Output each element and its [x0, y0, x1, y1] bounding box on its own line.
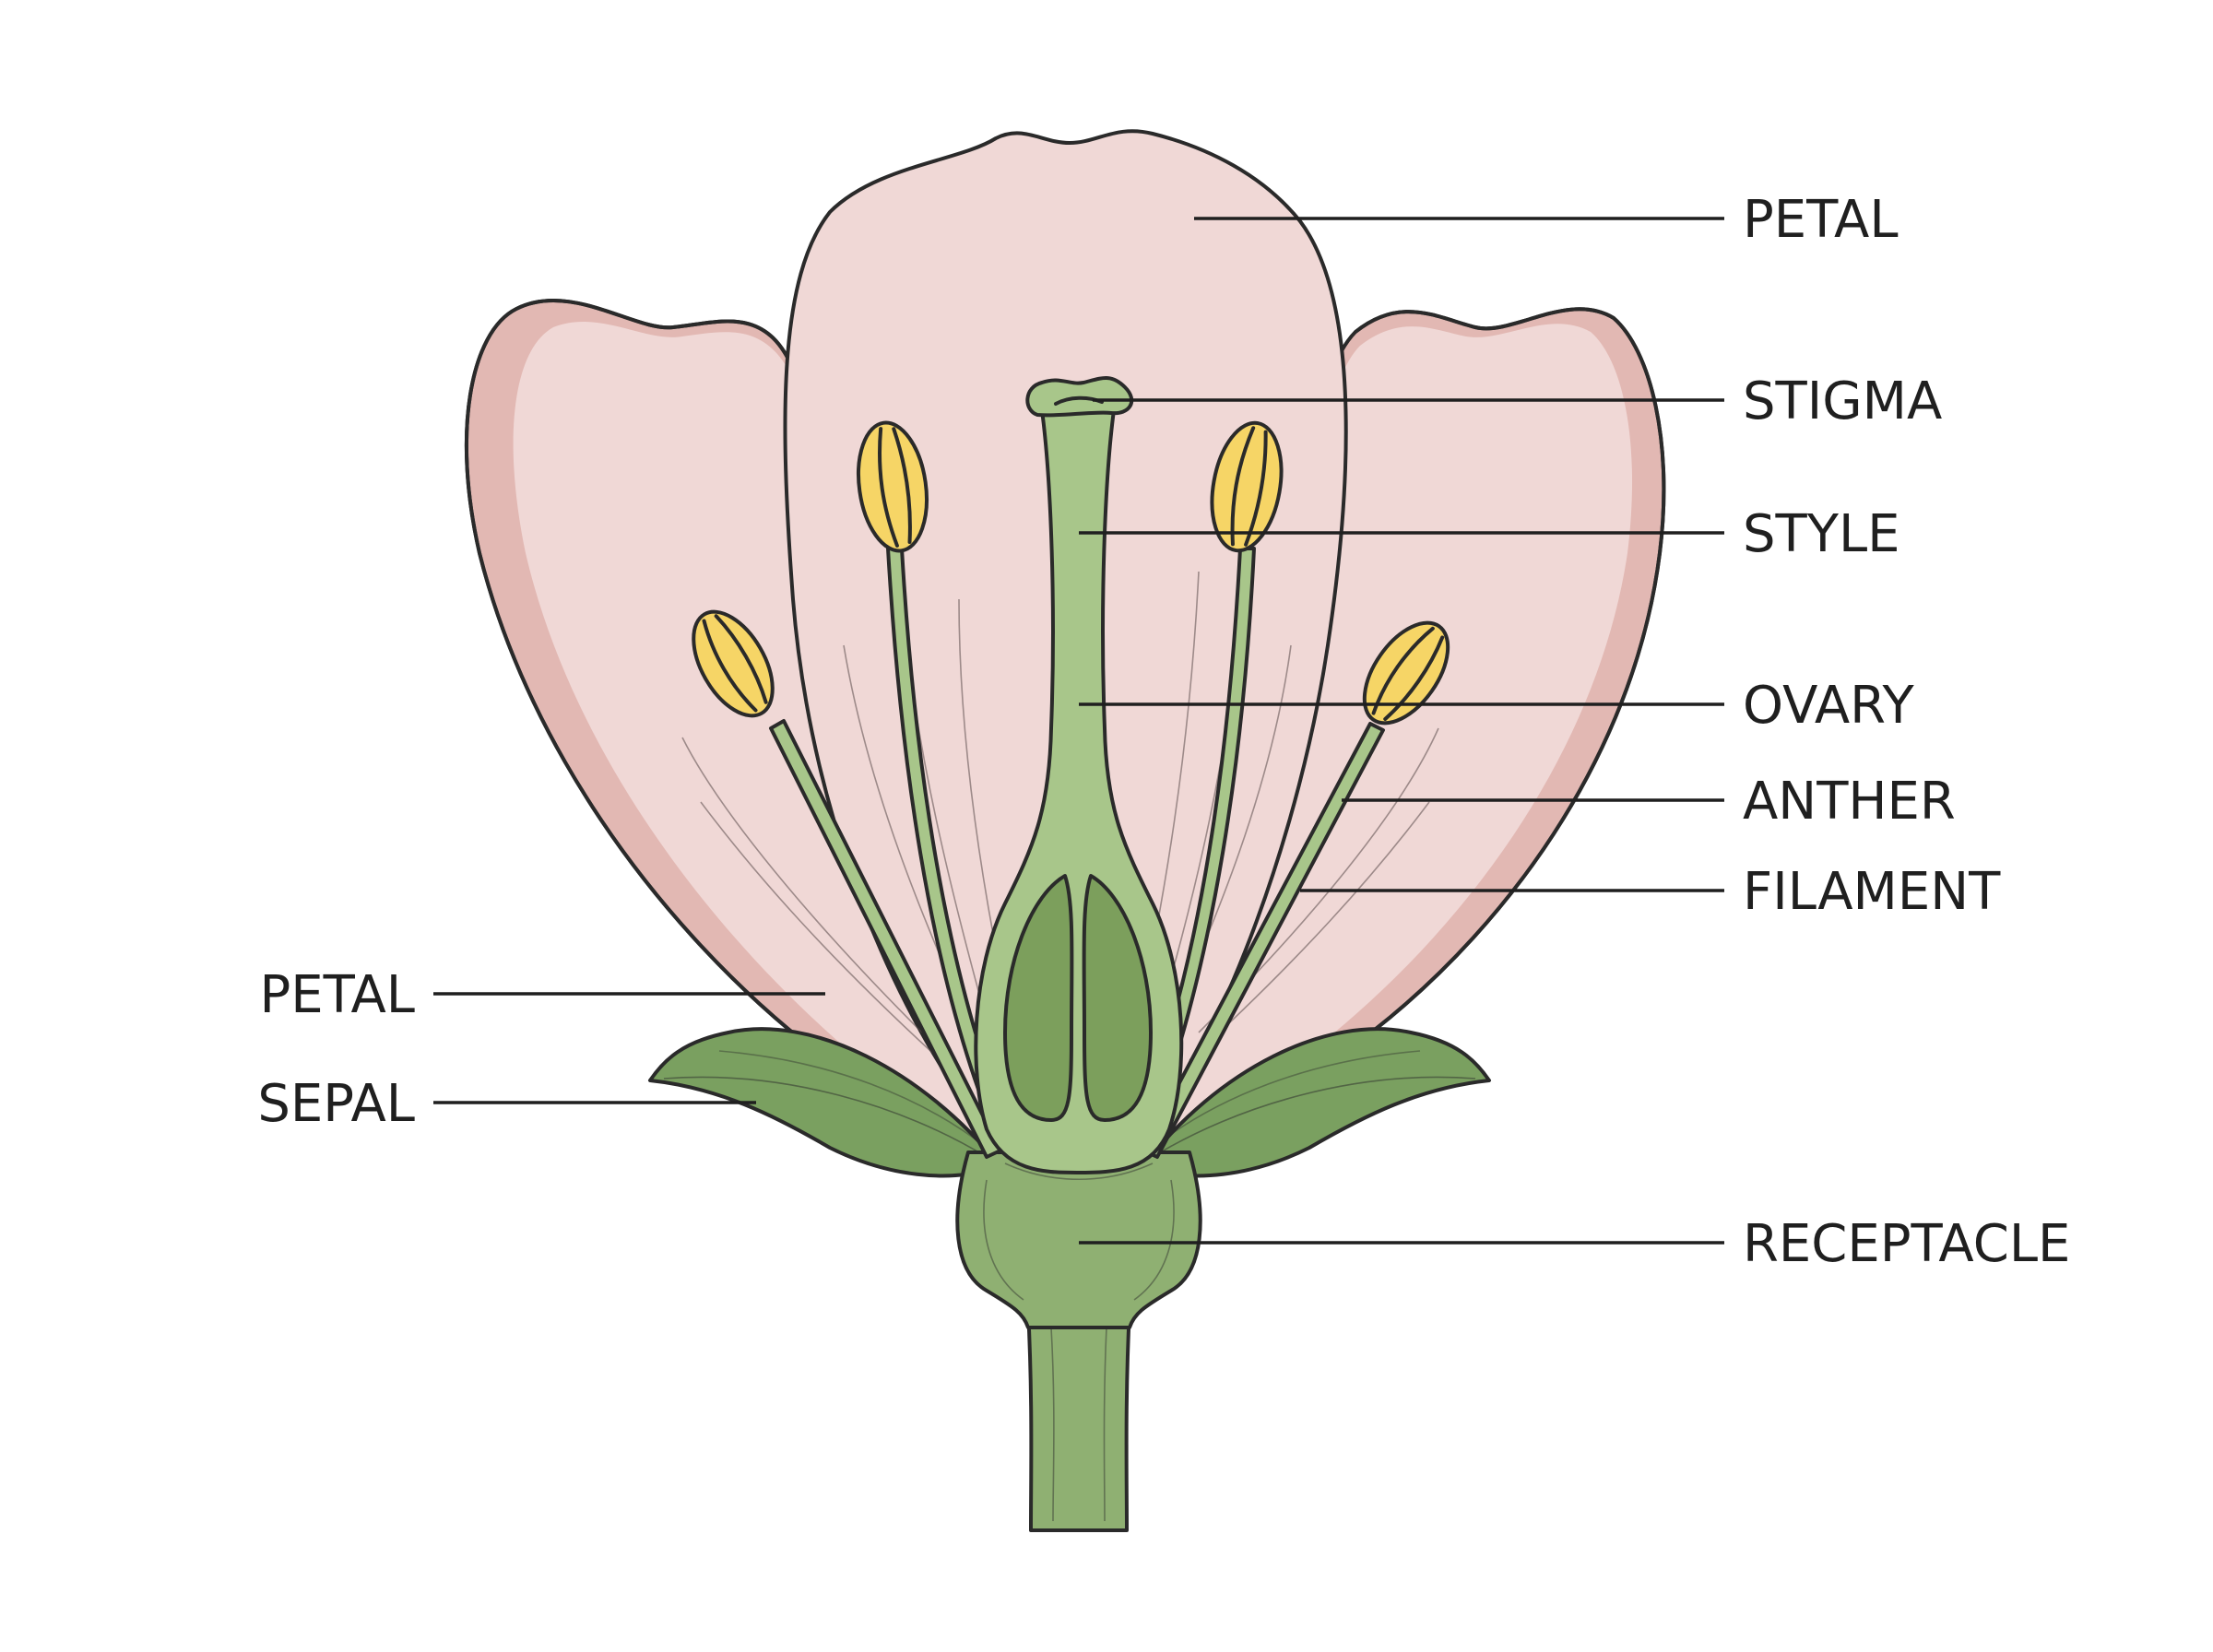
label-petal-left: PETAL — [259, 965, 415, 1025]
label-filament: FILAMENT — [1743, 862, 2001, 922]
label-stigma: STIGMA — [1743, 372, 1942, 431]
label-anther: ANTHER — [1743, 772, 1956, 832]
ovary-chamber-right — [1082, 874, 1153, 1122]
stem — [1026, 1307, 1131, 1532]
label-receptacle: RECEPTACLE — [1743, 1214, 2070, 1274]
label-sepal: SEPAL — [257, 1074, 415, 1134]
leader-lines — [433, 217, 1724, 1245]
labels: PETAL STIGMA STYLE OVARY ANTHER FILAMENT… — [257, 190, 2070, 1274]
label-petal-top: PETAL — [1743, 190, 1899, 250]
left-petal — [464, 299, 979, 1145]
pistil — [974, 376, 1184, 1174]
label-ovary: OVARY — [1743, 676, 1914, 736]
label-style: STYLE — [1743, 504, 1900, 564]
ovary-chamber-left — [1003, 874, 1074, 1122]
receptacle — [955, 1150, 1202, 1329]
right-sepal — [1142, 1027, 1491, 1178]
left-sepal — [648, 1027, 1002, 1178]
